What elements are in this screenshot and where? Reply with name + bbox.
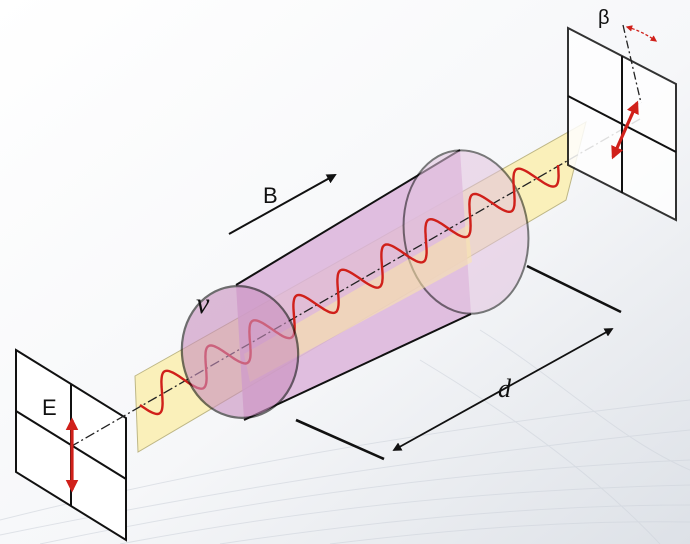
electric-field-label: E (42, 395, 57, 420)
rotation-angle-label: β (598, 7, 610, 29)
magnetic-field-arrow (228, 174, 337, 235)
cylinder-front-face (180, 285, 300, 419)
d-extension-right (526, 264, 622, 314)
d-dimension-arrow (392, 328, 614, 451)
medium-constant-label: ν (196, 287, 210, 320)
plane-inside-cylinder (244, 225, 472, 382)
d-extension-left (295, 418, 385, 461)
magnetic-field-label: B (263, 183, 278, 208)
analyzer-reference-axis (622, 24, 642, 104)
optical-axis (69, 118, 641, 448)
output-polarization-arrow (611, 100, 639, 160)
path-length-label: d (498, 374, 512, 403)
rotation-angle-arrow (625, 25, 658, 42)
